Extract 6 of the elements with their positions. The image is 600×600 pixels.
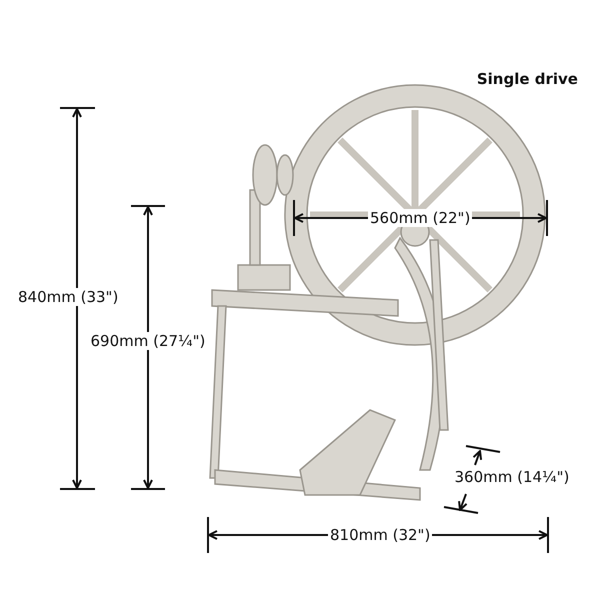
- dimension-label: 840mm (33"): [16, 288, 120, 306]
- dimension-label: 560mm (22"): [368, 209, 472, 227]
- dimension-label: 360mm (14¼"): [452, 468, 572, 486]
- diagram-title: Single drive: [476, 70, 578, 88]
- dimension-label: 690mm (27¼"): [88, 332, 208, 350]
- dimension-label: 810mm (32"): [328, 526, 432, 544]
